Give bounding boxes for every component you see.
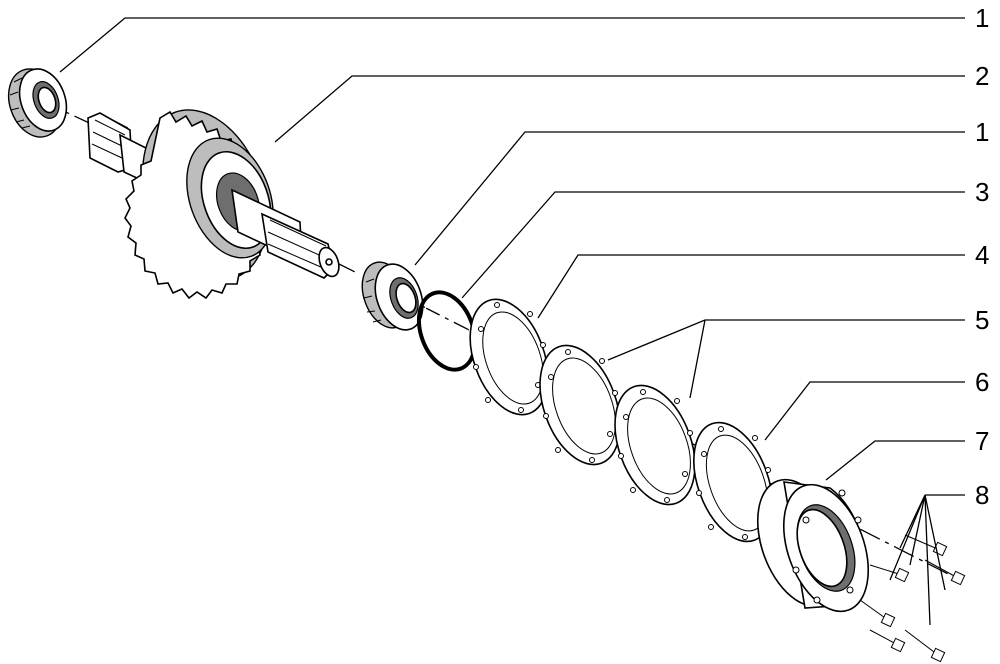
bearing-right bbox=[361, 261, 424, 331]
gasket-6 bbox=[693, 421, 773, 543]
gasket-5a bbox=[539, 344, 621, 466]
gear-shaft bbox=[87, 109, 340, 300]
callout-label-1b: 1 bbox=[975, 117, 989, 147]
bearing-left bbox=[7, 68, 68, 138]
callout-label-7: 7 bbox=[975, 426, 989, 456]
gasket-5b bbox=[614, 384, 696, 506]
callout-label-8: 8 bbox=[975, 480, 989, 510]
callout-label-4: 4 bbox=[975, 240, 989, 270]
flange-housing bbox=[756, 478, 870, 613]
leader-lines bbox=[59, 17, 965, 626]
callout-label-6: 6 bbox=[975, 367, 989, 397]
callout-label-3: 3 bbox=[975, 177, 989, 207]
callout-label-5: 5 bbox=[975, 305, 989, 335]
bolt-set bbox=[859, 534, 966, 663]
gasket-4 bbox=[469, 298, 549, 416]
callout-label-1a: 1 bbox=[975, 3, 989, 33]
callout-label-2: 2 bbox=[975, 61, 989, 91]
